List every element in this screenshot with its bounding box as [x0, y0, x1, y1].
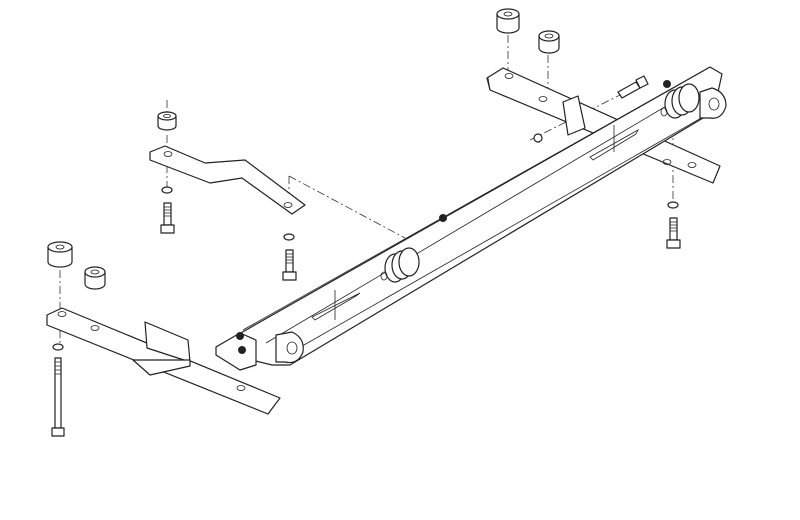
bolt-hole	[58, 312, 66, 317]
bolts	[52, 76, 680, 436]
left-mount-plate	[47, 308, 280, 414]
washers	[53, 134, 678, 350]
nut	[664, 81, 671, 88]
bolt	[667, 218, 680, 248]
spacer	[539, 31, 559, 53]
slot	[590, 130, 638, 160]
bolt-hole	[91, 326, 99, 331]
bolt-hole	[663, 160, 671, 165]
spacer	[85, 267, 105, 289]
nut	[440, 215, 447, 222]
spacer	[497, 9, 519, 33]
washer	[668, 202, 678, 208]
washer	[53, 344, 63, 350]
bolt-hole	[505, 74, 513, 79]
bolt-hole	[688, 163, 696, 168]
spacer	[48, 242, 72, 267]
bolt	[283, 250, 296, 280]
bolt-hole	[164, 152, 172, 157]
nut	[237, 333, 244, 340]
washer	[162, 187, 172, 193]
nut	[534, 134, 542, 142]
bracket-body	[150, 146, 305, 214]
end-ear-left	[276, 332, 303, 363]
assembly-line	[289, 176, 405, 238]
nut	[239, 347, 246, 354]
bolt-hole	[539, 97, 547, 102]
bolt-hole	[284, 203, 292, 208]
bolt	[161, 203, 174, 233]
roller-left	[381, 248, 419, 282]
crossmember-bar	[216, 67, 726, 370]
bar-body	[216, 67, 722, 365]
spacer	[158, 112, 176, 130]
center-bracket	[150, 146, 305, 214]
spacers	[48, 9, 559, 289]
bolt	[52, 358, 64, 436]
end-ear-right	[700, 88, 726, 118]
roller-right	[661, 84, 699, 118]
washer	[284, 234, 294, 240]
slot	[312, 293, 360, 320]
bolt	[618, 76, 648, 98]
end-bracket-left	[216, 333, 256, 370]
bolt-hole	[237, 386, 245, 391]
right-mount-plate	[487, 68, 720, 183]
plate-step	[133, 360, 190, 375]
plate-flange	[563, 96, 585, 135]
